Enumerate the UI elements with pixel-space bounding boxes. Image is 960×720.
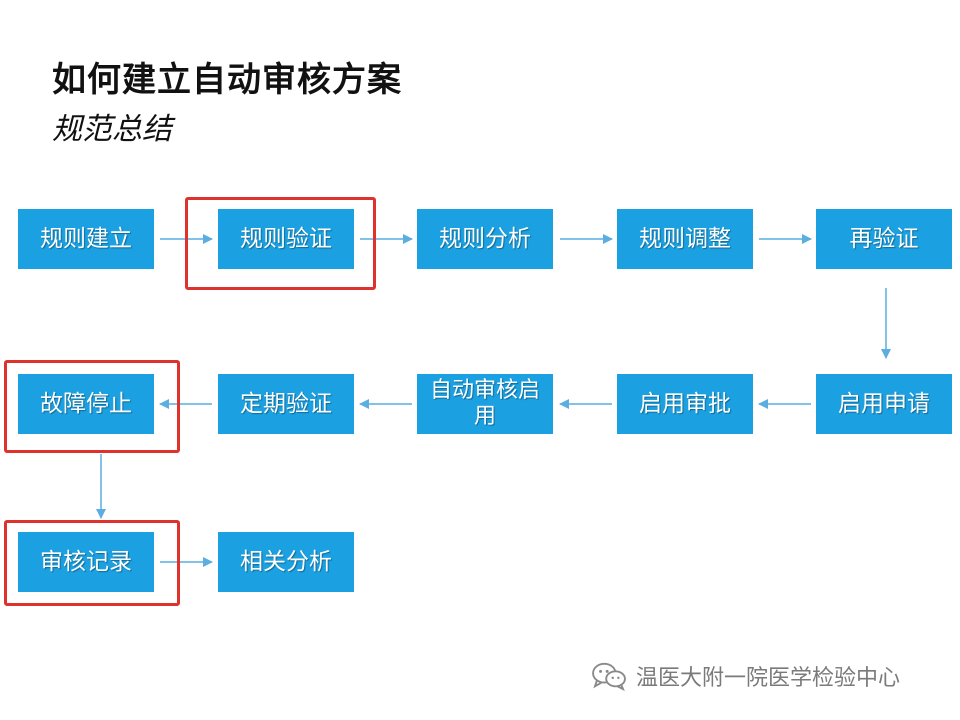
page-title: 如何建立自动审核方案 (52, 60, 402, 100)
flow-box-related-analysis: 相关分析 (218, 532, 354, 592)
flow-box-rule-analysis: 规则分析 (417, 209, 553, 269)
flow-box-enable-approve: 启用审批 (617, 374, 753, 434)
page-subtitle: 规范总结 (52, 112, 172, 147)
highlight-frame-audit-record (4, 520, 180, 606)
flow-box-auto-audit-enable: 自动审核启用 (417, 374, 553, 434)
watermark-text: 温医大附一院医学检验中心 (636, 666, 901, 691)
flow-box-audit-record: 审核记录 (18, 532, 154, 592)
flow-box-reverify: 再验证 (816, 209, 952, 269)
wechat-icon (592, 662, 626, 691)
flow-box-rule-build: 规则建立 (18, 209, 154, 269)
highlight-frame-fault-stop (4, 360, 180, 453)
flow-box-periodic-verify: 定期验证 (218, 374, 354, 434)
flow-box-enable-apply: 启用申请 (816, 374, 952, 434)
flow-box-rule-verify: 规则验证 (218, 209, 354, 269)
watermark: 温医大附一院医学检验中心 (590, 660, 900, 692)
highlight-frame-rule-verify (185, 197, 376, 290)
flow-box-fault-stop: 故障停止 (18, 374, 154, 434)
flow-box-rule-adjust: 规则调整 (617, 209, 753, 269)
